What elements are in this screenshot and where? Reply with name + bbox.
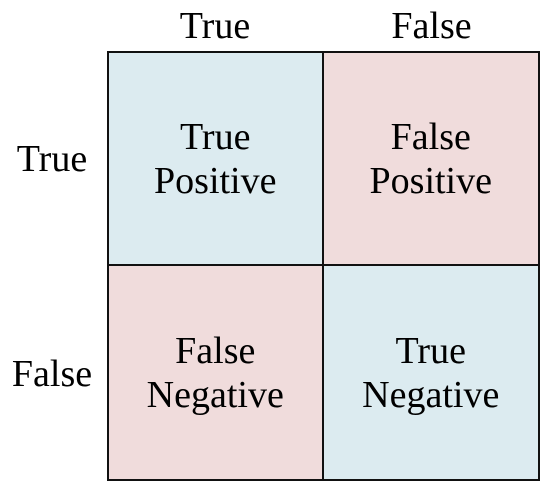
confusion-matrix: True Positive False Positive False Negat… (107, 51, 540, 481)
column-header-true: True (179, 5, 251, 47)
cell-label-line1: True (395, 329, 466, 372)
cell-false-negative: False Negative (109, 266, 324, 479)
cell-label-line1: False (175, 329, 256, 372)
cell-label-line2: Positive (369, 159, 492, 202)
cell-false-positive: False Positive (323, 53, 538, 266)
cell-label-line2: Positive (154, 159, 277, 202)
cell-label-line2: Negative (146, 373, 284, 416)
column-header-false: False (391, 5, 472, 47)
cell-true-negative: True Negative (323, 266, 538, 479)
cell-label-line1: False (390, 115, 471, 158)
cell-label-line1: True (180, 115, 251, 158)
row-header-false: False (11, 352, 93, 395)
cell-label-line2: Negative (362, 373, 500, 416)
cell-true-positive: True Positive (109, 53, 324, 266)
row-header-true: True (16, 137, 88, 180)
